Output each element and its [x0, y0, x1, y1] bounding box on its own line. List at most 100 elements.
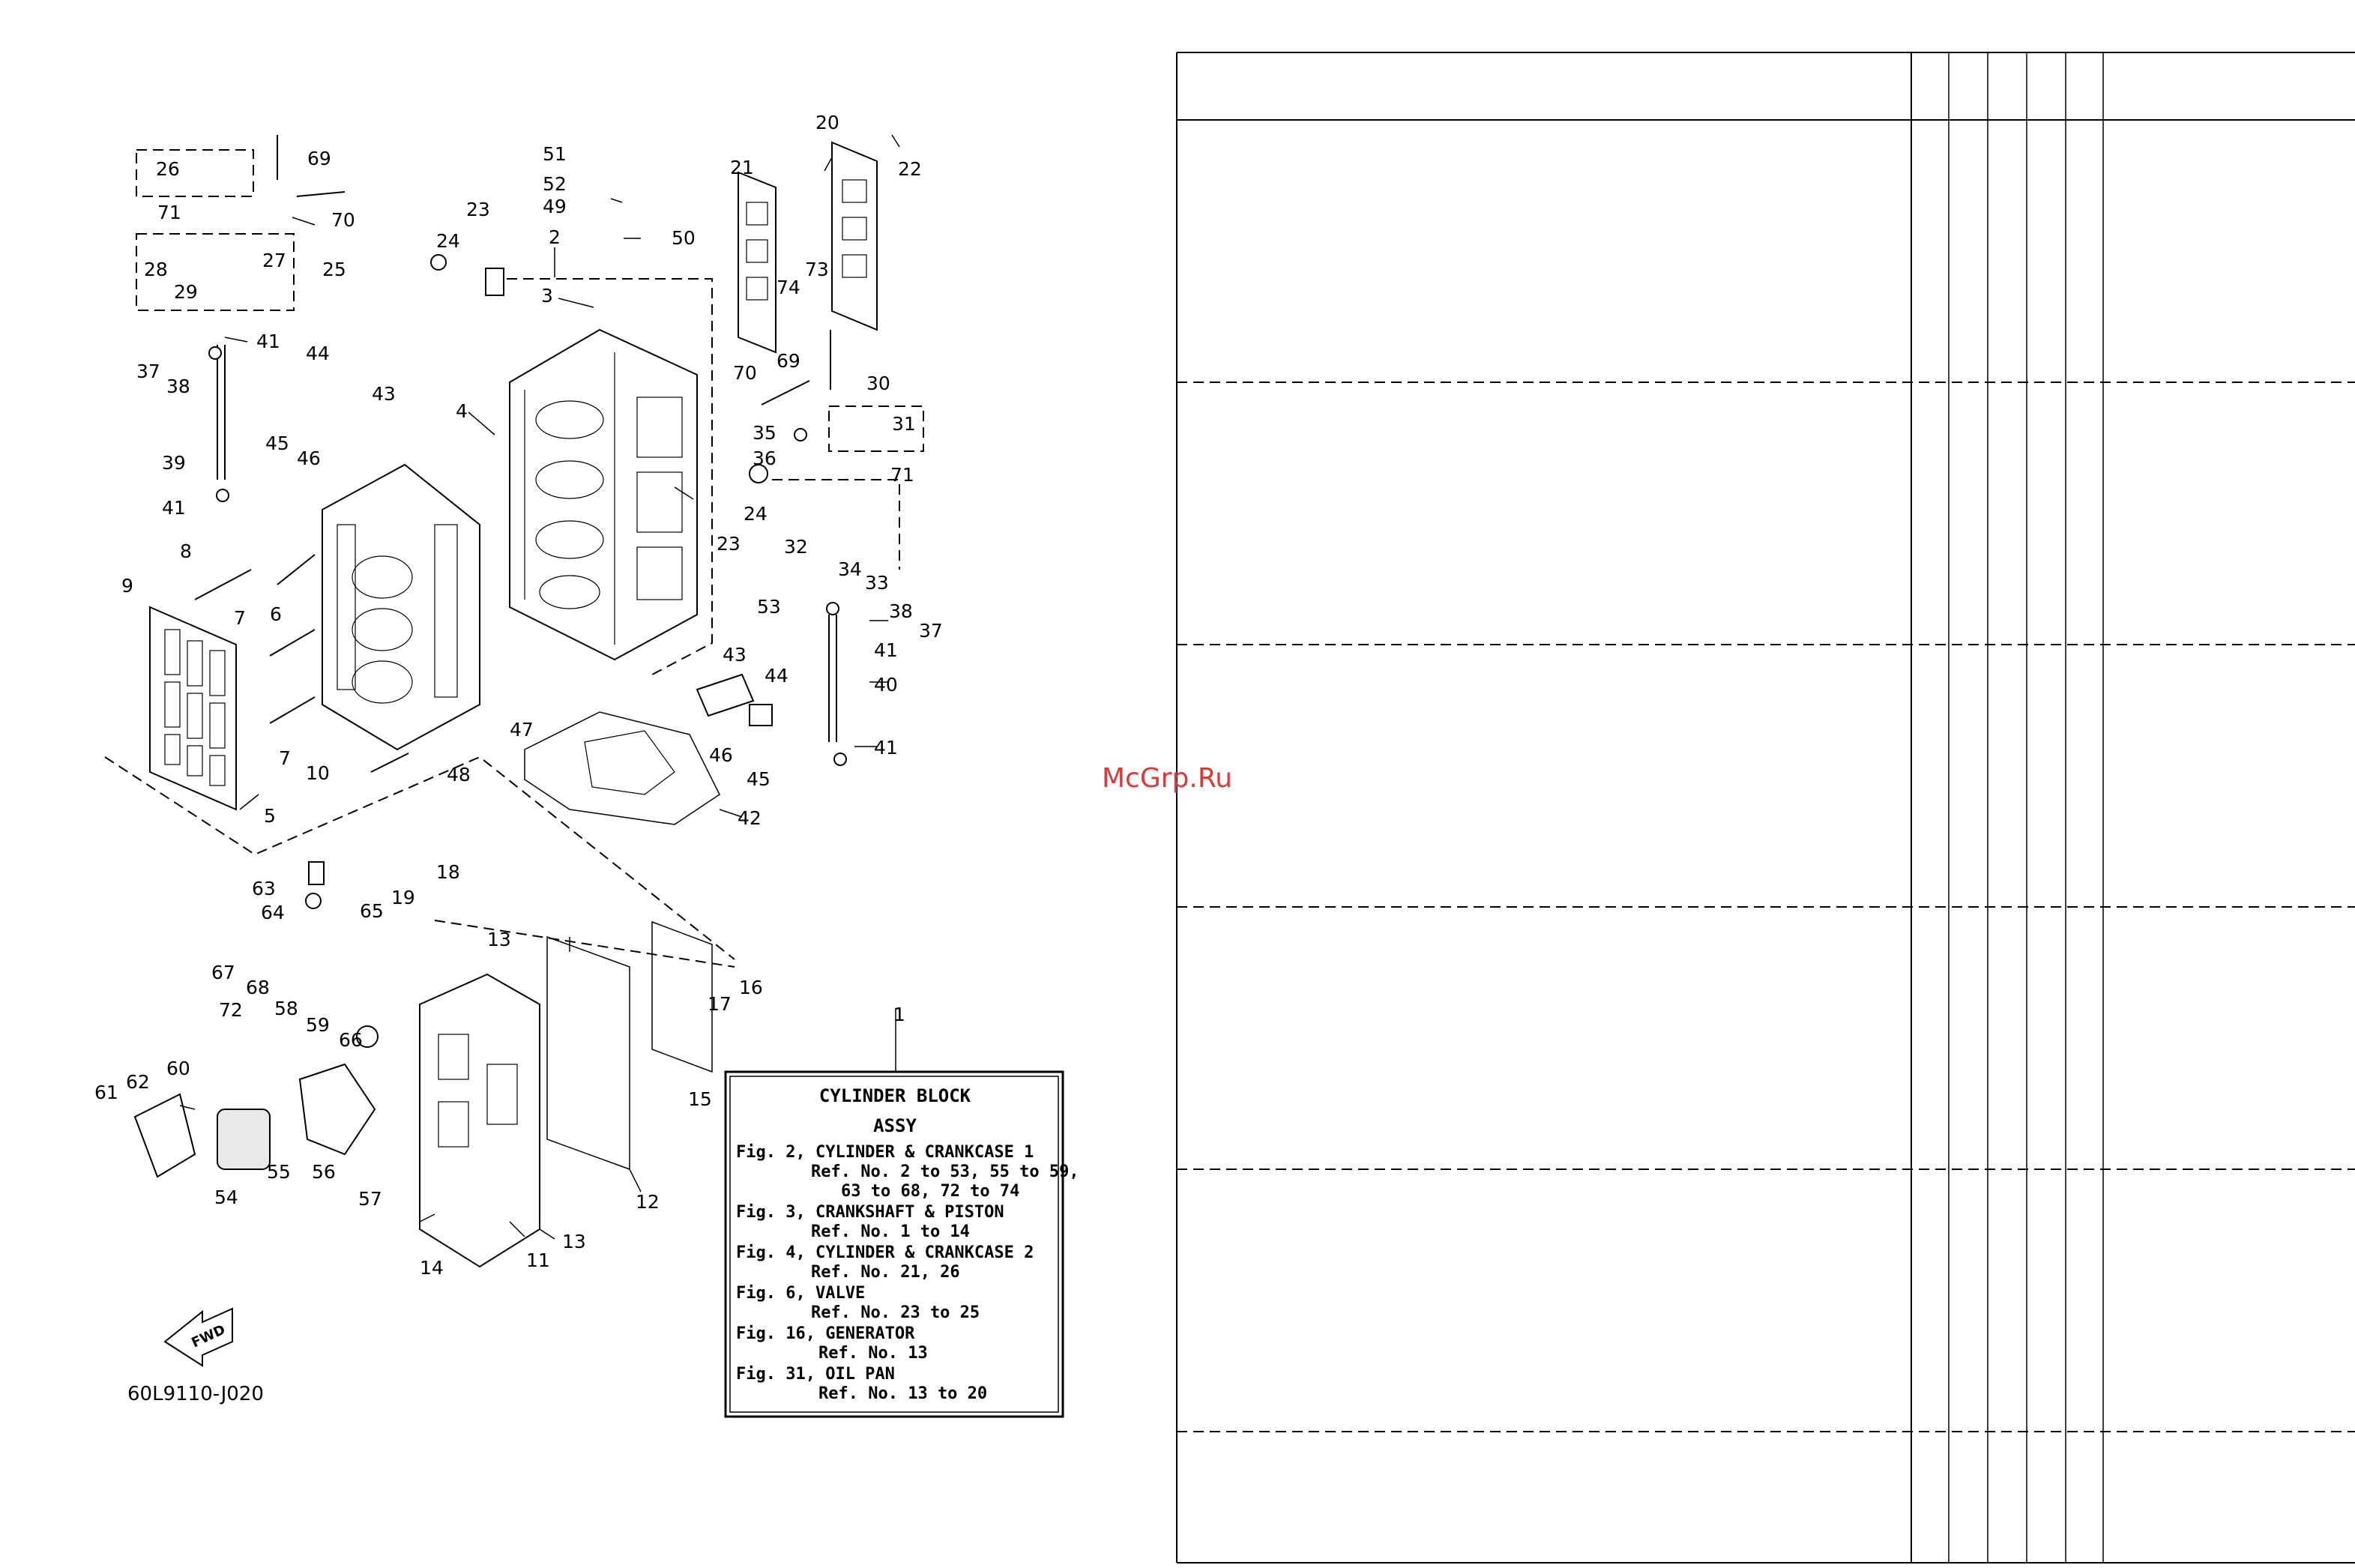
callout-4: 4 [456, 400, 468, 422]
callout-28: 28 [144, 259, 168, 280]
callout-32: 32 [784, 536, 808, 558]
crankcase-lower [419, 920, 713, 1268]
callout-21: 21 [730, 157, 754, 178]
callout-12: 12 [636, 1191, 660, 1213]
fwd-arrow-icon: FWD [163, 1307, 233, 1367]
leader-lines [179, 134, 900, 1240]
callout-labels: 1 2 3 4 5 6 7 7 8 9 10 11 12 13 13 14 15… [94, 112, 943, 1279]
callout-13b: 13 [562, 1231, 586, 1252]
cover-plate-part-5 [149, 606, 237, 811]
callout-71: 71 [157, 202, 181, 223]
callout-72: 72 [219, 999, 243, 1021]
callout-49: 49 [543, 196, 567, 217]
callout-43b: 43 [723, 644, 747, 666]
callout-39: 39 [162, 452, 186, 474]
callout-46b: 46 [709, 744, 733, 766]
callout-51: 51 [543, 143, 567, 165]
callout-46: 46 [297, 447, 321, 469]
gasket-part-42 [524, 711, 720, 825]
callout-59: 59 [306, 1014, 330, 1036]
watermark-text: McGrp.Ru [1102, 763, 1233, 794]
callout-14: 14 [420, 1257, 444, 1279]
callout-37: 37 [136, 361, 160, 382]
callout-23: 23 [466, 199, 490, 220]
callout-71b: 71 [890, 464, 914, 486]
callout-25: 25 [322, 259, 346, 280]
callout-38b: 38 [889, 600, 913, 622]
callout-50: 50 [672, 227, 696, 249]
callout-17: 17 [708, 993, 732, 1015]
callout-33: 33 [865, 572, 889, 594]
callout-2: 2 [549, 226, 561, 248]
callout-41b: 41 [162, 497, 186, 519]
callout-34: 34 [838, 558, 862, 580]
legend-line: Fig. 6, VALVE [736, 1284, 865, 1303]
callout-7b: 7 [279, 747, 291, 769]
legend-line: 63 to 68, 72 to 74 [841, 1182, 1019, 1201]
legend-title: CYLINDER BLOCK [819, 1085, 971, 1106]
callout-18: 18 [436, 861, 460, 883]
callout-44b: 44 [765, 665, 788, 687]
callout-16: 16 [739, 977, 763, 998]
legend-box: CYLINDER BLOCK ASSY Fig. 2, CYLINDER & C… [724, 1070, 1079, 1418]
callout-57: 57 [358, 1188, 382, 1210]
callout-47: 47 [510, 719, 534, 741]
oil-filter-assembly [133, 1063, 376, 1178]
callout-35: 35 [753, 422, 777, 444]
callout-1: 1 [893, 1004, 905, 1025]
callout-54: 54 [214, 1186, 238, 1208]
legend-line: Ref. No. 2 to 53, 55 to 59, [811, 1163, 1079, 1181]
callout-9: 9 [121, 575, 133, 597]
callout-27: 27 [262, 250, 286, 271]
legend-line: Ref. No. 21, 26 [811, 1263, 960, 1282]
callout-70b: 70 [733, 362, 757, 384]
legend-line: Fig. 4, CYLINDER & CRANKCASE 2 [736, 1243, 1034, 1262]
callout-10: 10 [306, 762, 330, 784]
callout-8: 8 [180, 540, 192, 562]
callout-13: 13 [487, 929, 511, 950]
callout-15: 15 [688, 1088, 712, 1110]
diagram-part-code: 60L9110-J020 [127, 1383, 264, 1405]
callout-66: 66 [339, 1029, 363, 1051]
callout-74: 74 [777, 277, 800, 298]
legend-line: Ref. No. 1 to 14 [811, 1222, 970, 1241]
callout-41c: 41 [874, 639, 898, 661]
callout-55: 55 [267, 1161, 291, 1183]
callout-45: 45 [265, 432, 289, 454]
legend-line: Fig. 16, GENERATOR [736, 1324, 915, 1343]
parts-table [1176, 52, 2355, 1564]
callout-69: 69 [307, 148, 331, 169]
callout-22: 22 [898, 158, 922, 180]
callout-48: 48 [447, 764, 471, 785]
callout-26: 26 [156, 158, 180, 180]
callout-36: 36 [753, 447, 777, 469]
legend-line: Ref. No. 13 to 20 [818, 1384, 987, 1403]
legend-line: Fig. 3, CRANKSHAFT & PISTON [736, 1203, 1004, 1222]
callout-19: 19 [391, 887, 415, 908]
callout-38: 38 [166, 376, 190, 397]
legend-line: Fig. 2, CYLINDER & CRANKCASE 1 [736, 1143, 1034, 1162]
callout-31: 31 [892, 413, 916, 435]
callout-73: 73 [805, 259, 829, 280]
legend-subtitle: ASSY [873, 1115, 917, 1136]
callout-63: 63 [252, 878, 276, 899]
callout-69b: 69 [777, 350, 800, 372]
legend-line: Ref. No. 13 [818, 1344, 928, 1363]
callout-65: 65 [360, 900, 384, 922]
callout-52: 52 [543, 173, 567, 195]
cylinder-head [322, 463, 480, 751]
callout-45b: 45 [747, 768, 771, 790]
callout-58: 58 [274, 998, 298, 1019]
exhaust-cover-parts-20-21 [738, 141, 878, 354]
legend-line: Fig. 31, OIL PAN [736, 1365, 895, 1384]
fastener-parts [194, 135, 847, 1048]
callout-56: 56 [312, 1161, 336, 1183]
callout-53: 53 [757, 596, 781, 618]
callout-42: 42 [738, 807, 762, 829]
cylinder-block [509, 328, 698, 661]
callout-68: 68 [246, 977, 270, 998]
callout-61: 61 [94, 1082, 118, 1103]
callout-70: 70 [331, 209, 355, 231]
callout-7: 7 [234, 607, 246, 629]
